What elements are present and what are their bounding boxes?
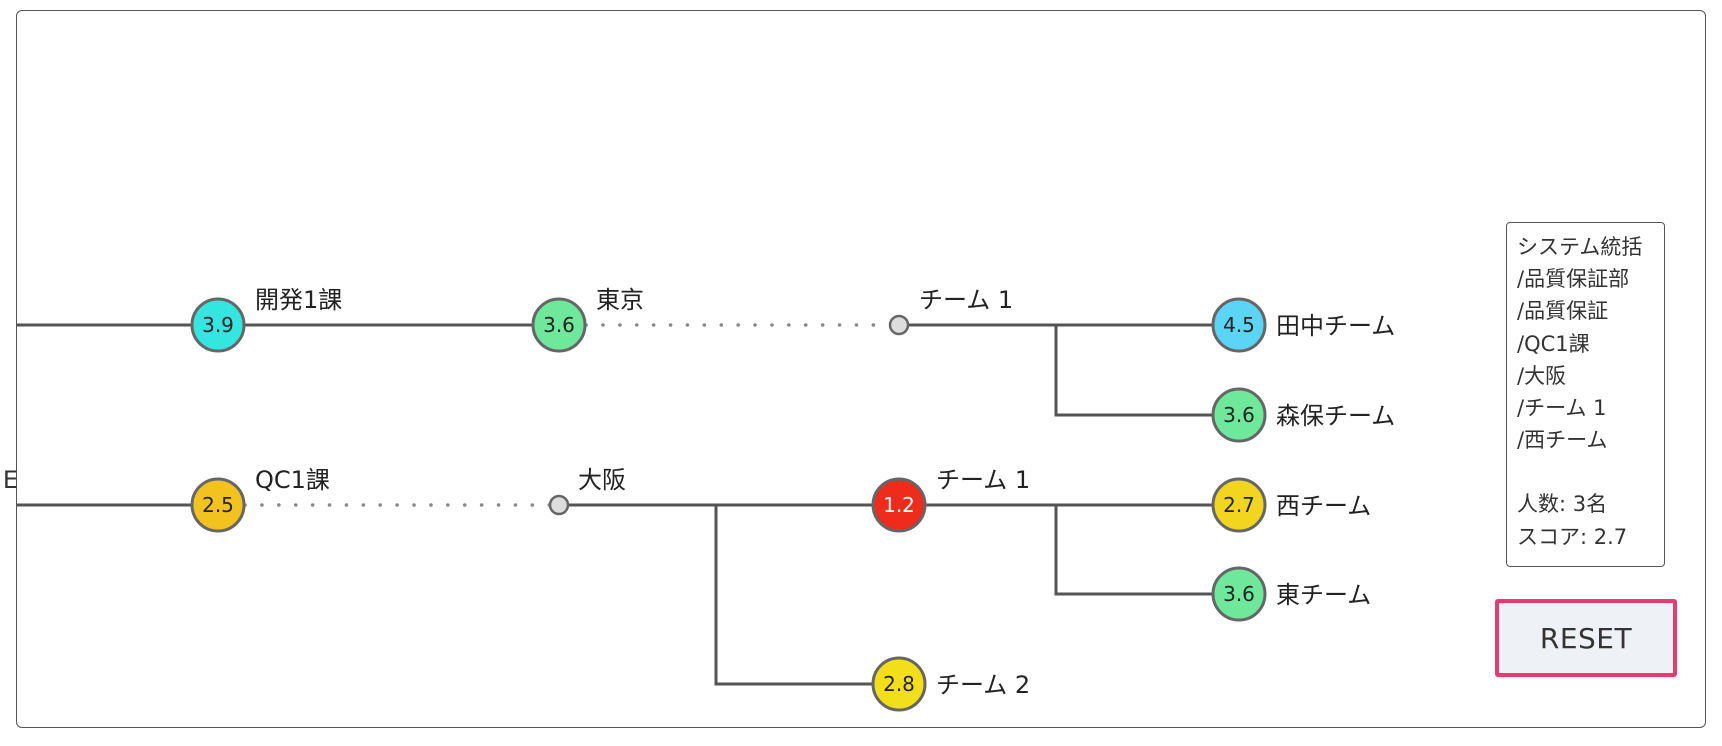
node-dev1[interactable]: 3.9 開発1課 [190,286,342,353]
node-t1b[interactable]: 1.2 チーム 1 [871,466,1030,533]
node-circle[interactable] [1211,387,1267,443]
node-label: チーム 1 [936,466,1030,494]
node-circle[interactable] [871,656,927,712]
info-path-3: /QC1課 [1517,331,1590,356]
node-label: 東チーム [1276,581,1371,609]
info-path-5: /チーム 1 [1517,396,1607,421]
node-circle[interactable] [1211,477,1267,533]
info-headcount: 人数: 3名 [1517,492,1608,517]
node-score: 2.7 [1223,493,1255,517]
node-score: 3.6 [543,313,575,337]
node-score: 3.9 [202,313,234,337]
cutoff-label: E [3,466,18,494]
node-circle[interactable] [1211,566,1267,622]
node-label: チーム 1 [919,286,1013,314]
node-t2[interactable]: 2.8 チーム 2 [871,656,1030,712]
node-nishi[interactable]: 2.7 西チーム [1211,477,1371,533]
edge-t1a-moriho [1054,325,1212,417]
node-circle[interactable] [871,477,927,533]
info-score: スコア: 2.7 [1517,524,1628,549]
node-circle[interactable] [531,297,587,353]
diagram-frame [16,10,1706,728]
info-path-2: /品質保証 [1517,299,1609,324]
node-qc1[interactable]: 2.5 QC1課 [190,466,330,533]
node-score: 4.5 [1223,313,1255,337]
edge-osaka-t2 [714,505,872,686]
node-label: 大阪 [578,466,626,494]
node-label: 東京 [596,286,644,314]
node-score: 3.6 [1223,582,1255,606]
node-label: 森保チーム [1276,402,1395,430]
info-panel: システム統括 /品質保証部 /品質保証 /QC1課 /大阪 /チーム 1 /西チ… [1506,222,1665,567]
node-t1a[interactable]: チーム 1 [888,286,1013,336]
node-label: 開発1課 [255,286,342,314]
node-score: 1.2 [883,493,915,517]
info-path-6: /西チーム [1517,428,1608,453]
node-tokyo[interactable]: 3.6 東京 [531,286,644,353]
node-label: QC1課 [255,466,330,494]
info-path-4: /大阪 [1517,363,1567,388]
node-moriho[interactable]: 3.6 森保チーム [1211,387,1395,443]
edge-t1b-higashi [1054,505,1212,596]
node-tanaka[interactable]: 4.5 田中チーム [1211,297,1395,353]
node-score: 2.5 [202,493,234,517]
node-label: チーム 2 [936,671,1030,699]
info-path-1: /品質保証部 [1517,267,1630,292]
node-circle[interactable] [888,314,910,336]
node-circle[interactable] [190,297,246,353]
reset-button[interactable]: RESET [1495,599,1677,677]
node-label: 西チーム [1276,492,1371,520]
node-circle[interactable] [548,494,570,516]
node-score: 3.6 [1223,403,1255,427]
node-label: 田中チーム [1276,312,1395,340]
info-path-0: システム統括 [1517,235,1643,259]
node-higashi[interactable]: 3.6 東チーム [1211,566,1371,622]
info-spacer [1517,456,1664,488]
node-osaka[interactable]: 大阪 [548,466,626,516]
node-score: 2.8 [883,672,915,696]
node-circle[interactable] [1211,297,1267,353]
edges [16,323,1212,686]
node-circle[interactable] [190,477,246,533]
